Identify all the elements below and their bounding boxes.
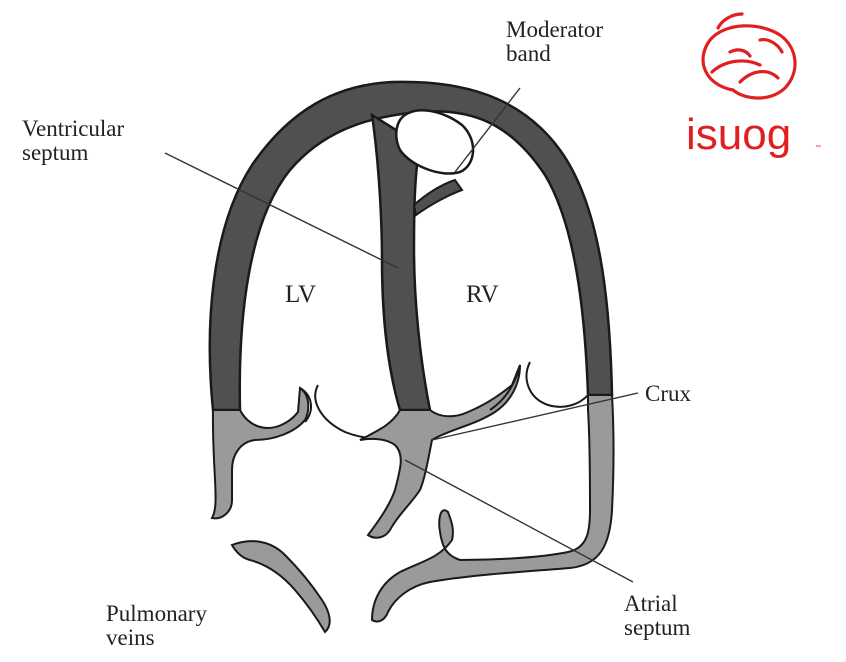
atrial-septum-label-line2: septum — [624, 616, 690, 640]
pulmonary-veins-label-line1: Pulmonary — [106, 602, 207, 626]
ventricular-septum-label-line1: Ventricular — [22, 117, 124, 141]
rv-label: RV — [466, 283, 499, 307]
tricuspid-leaflet-lateral — [527, 362, 588, 407]
pulmonary-veins-label-line2: veins — [106, 626, 207, 650]
atrial-septum-label: Atrial septum — [624, 592, 690, 640]
pulmonary-veins-label: Pulmonary veins — [106, 602, 207, 650]
ventricular-septum-label: Ventricular septum — [22, 117, 124, 165]
isuog-logo-trademark: ™ — [815, 145, 821, 151]
pulmonary-vein — [232, 541, 330, 632]
ventricular-septum-label-line2: septum — [22, 141, 124, 165]
moderator-band-label-line1: Moderator — [506, 18, 603, 42]
crux-region — [360, 365, 520, 538]
isuog-logo-text: isuog — [686, 113, 791, 157]
atrial-septum-label-line1: Atrial — [624, 592, 690, 616]
crux-label: Crux — [645, 382, 691, 406]
moderator-band-label: Moderator band — [506, 18, 603, 66]
moderator-band-label-line2: band — [506, 42, 603, 66]
lv-label: LV — [285, 283, 316, 307]
isuog-logo-emblem — [703, 14, 795, 98]
rv-trabecula — [414, 180, 462, 215]
